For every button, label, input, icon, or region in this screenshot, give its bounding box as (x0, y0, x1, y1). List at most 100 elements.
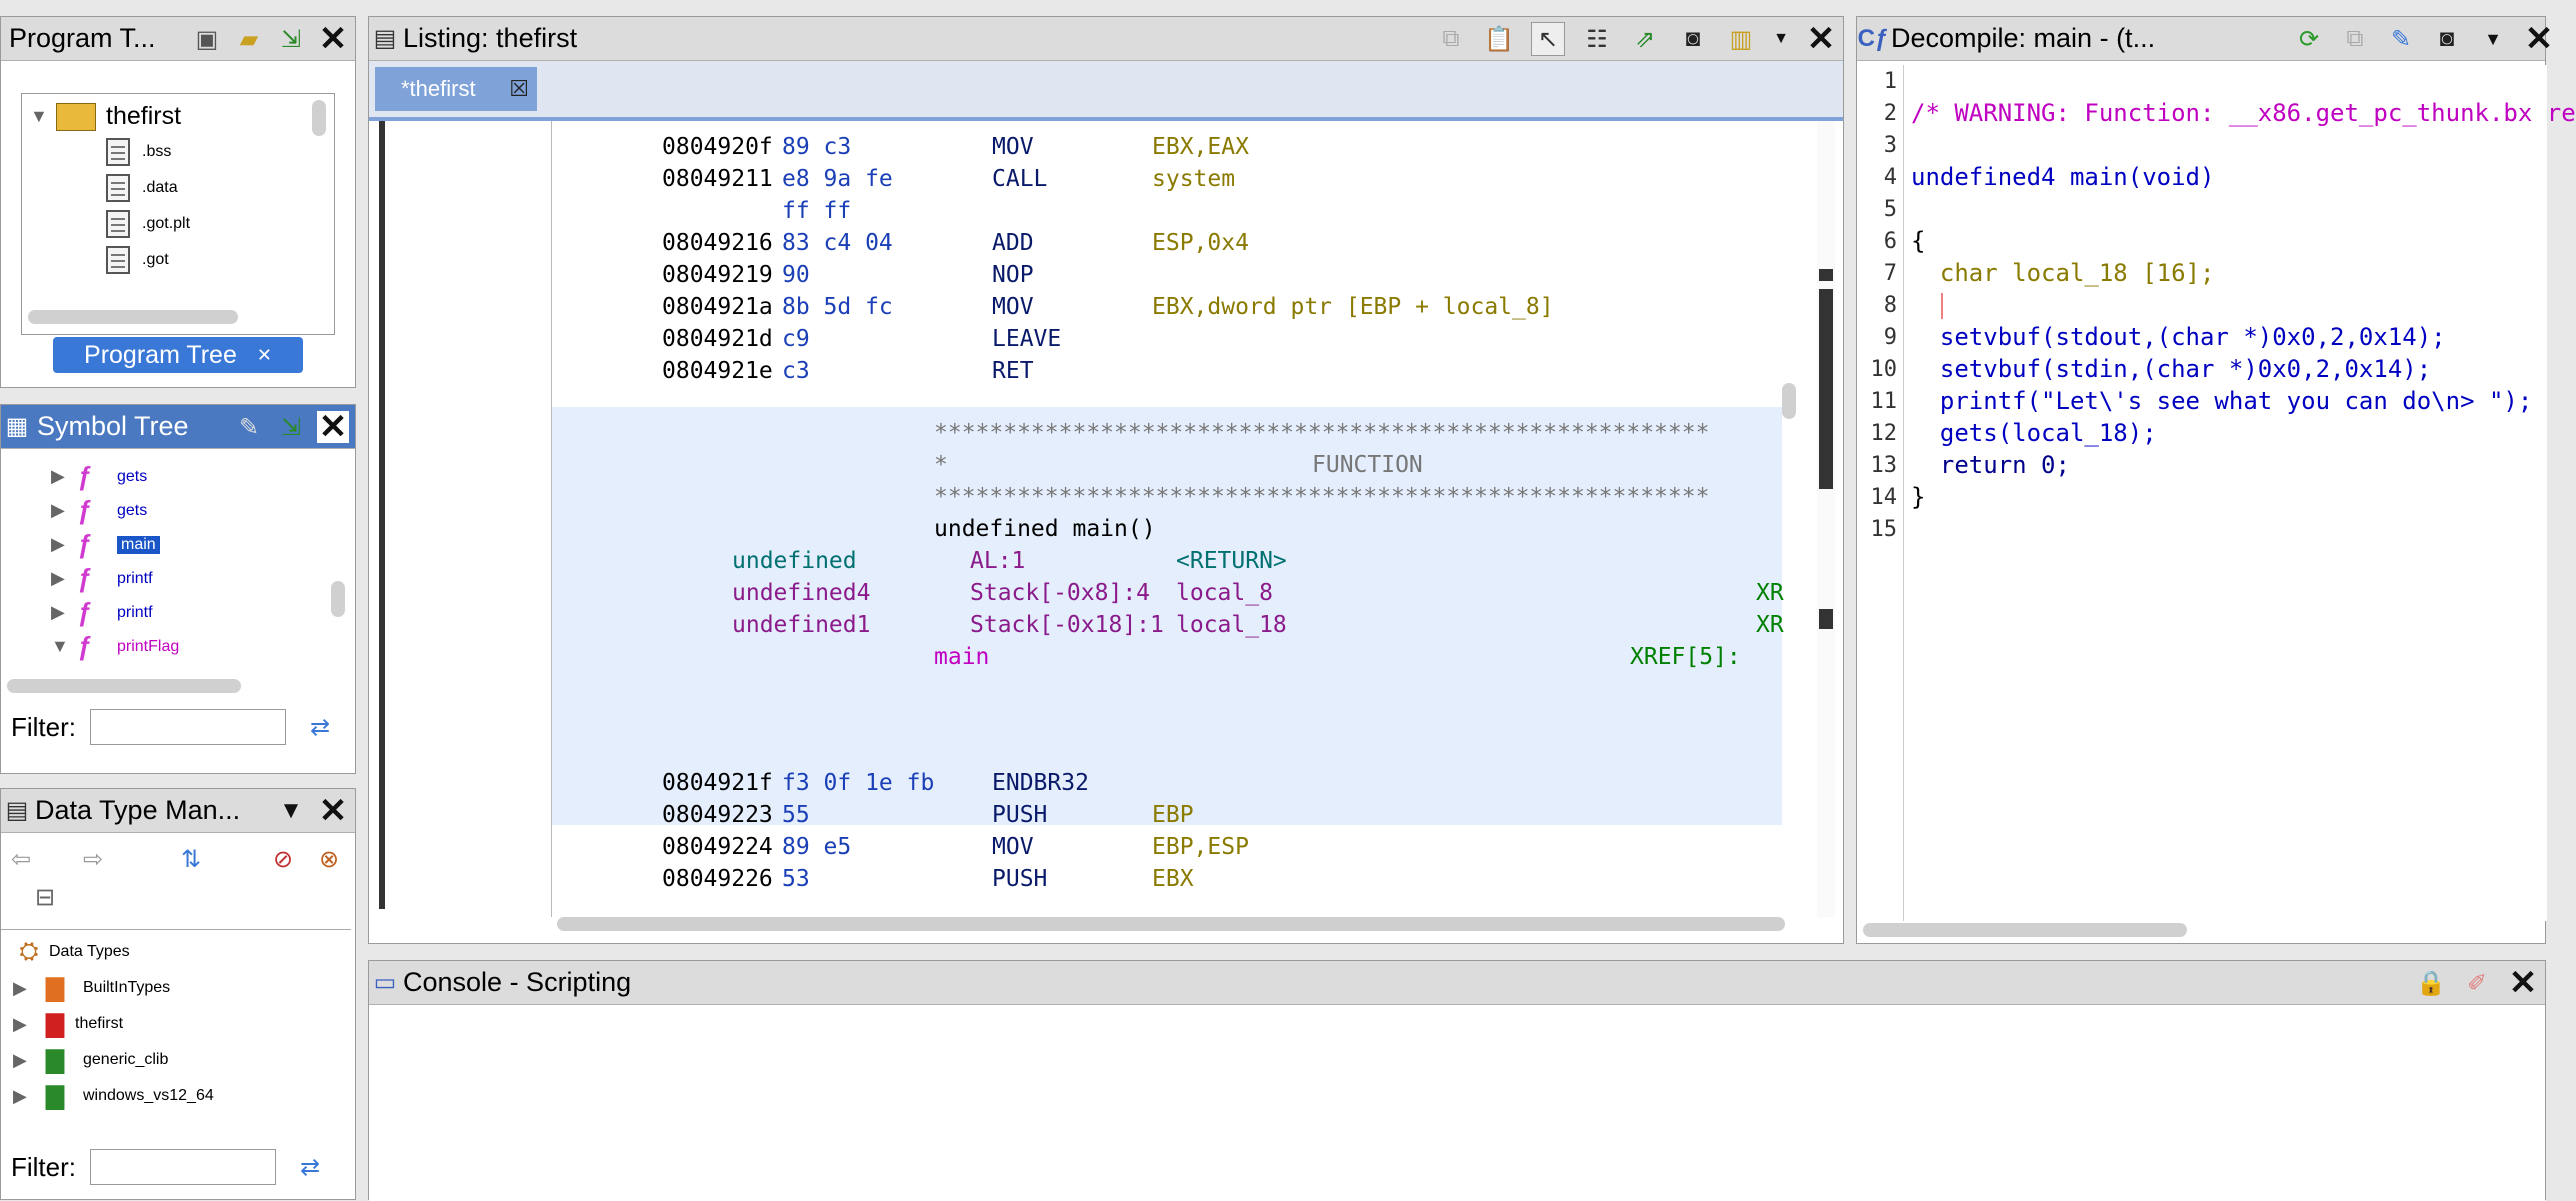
decompile-horizontal-scrollbar[interactable] (1863, 923, 2187, 937)
program-archive-icon: ▇ (45, 1010, 65, 1038)
program-tree-title: Program T... (9, 23, 156, 53)
field-layout-icon[interactable]: ☷ (1586, 25, 1608, 53)
tree-root-row[interactable]: ▼ thefirst (30, 102, 181, 131)
tree-item[interactable]: .got.plt (106, 210, 190, 238)
expand-arrow-icon[interactable]: ▼ (30, 106, 48, 126)
archive-row[interactable]: ▶▇BuiltInTypes (13, 972, 170, 1004)
close-icon[interactable]: ✕ (2508, 964, 2538, 1002)
edit-signature-icon[interactable]: ✎ (2390, 25, 2412, 53)
tree-item[interactable]: .got (106, 246, 169, 274)
line-number: 3 (1883, 133, 1897, 158)
instruction-ops: EBP,ESP (1152, 834, 1249, 860)
instruction-addr: 08049226 (662, 866, 773, 892)
statement[interactable]: return 0; (1911, 451, 2070, 479)
data-type-tree: ⛭Data Types ▶▇BuiltInTypes ▶▇thefirst ▶▇… (1, 929, 351, 1140)
symbol-tree-title: Symbol Tree (37, 411, 189, 441)
close-icon[interactable]: ✕ (317, 408, 349, 446)
instruction-addr: 08049224 (662, 834, 773, 860)
listing-panel: ▤ Listing: thefirst ⧉ 📋 ↖ ☷ ⇗ ◙ ▥ ▼ ✕ *t… (368, 16, 1844, 944)
listing-overview-bar (1817, 121, 1835, 917)
statement[interactable]: gets(local_18); (1911, 419, 2157, 447)
close-icon[interactable]: ✕ (1806, 20, 1836, 58)
program-tree-tab[interactable]: Program Tree✕ (53, 337, 303, 373)
vertical-scrollbar[interactable] (312, 100, 326, 136)
data-type-filter-input[interactable] (90, 1149, 276, 1185)
console-output[interactable] (369, 1007, 2545, 1201)
function-icon: ƒ (77, 529, 92, 559)
statement[interactable]: setvbuf(stdout,(char *)0x0,2,0x14); (1911, 323, 2446, 351)
tree-item[interactable]: .data (106, 174, 178, 202)
archive-row[interactable]: ▶▇thefirst (13, 1008, 123, 1040)
function-signature[interactable]: undefined4 main(void) (1911, 163, 2215, 191)
refresh-icon[interactable]: ⟳ (2298, 25, 2320, 53)
archive-icon: ▇ (45, 974, 65, 1002)
archive-icon: ▇ (45, 1046, 65, 1074)
close-icon[interactable]: ✕ (318, 20, 348, 58)
edit-icon[interactable]: ✎ (238, 413, 260, 441)
console-title: Console - Scripting (403, 967, 632, 997)
data-types-root[interactable]: ⛭Data Types (9, 936, 129, 968)
statement[interactable]: setvbuf(stdin,(char *)0x0,2,0x14); (1911, 355, 2432, 383)
export-icon[interactable]: ⇲ (280, 25, 302, 53)
layout-options-icon[interactable]: ▥ (1729, 25, 1753, 53)
new-view-icon[interactable]: ▣ (195, 25, 219, 53)
instruction-mnem: RET (992, 358, 1034, 384)
listing-tab[interactable]: *thefirst☒ (375, 67, 537, 111)
listing-horizontal-scrollbar[interactable] (557, 917, 1785, 931)
sort-icon[interactable]: ⇅ (180, 845, 202, 873)
instruction-mnem: MOV (992, 294, 1034, 320)
tree-item[interactable]: .bss (106, 138, 171, 166)
flow-arrows-icon[interactable]: ⇗ (1634, 25, 1656, 53)
instruction-addr: 08049216 (662, 230, 773, 256)
filter-options-icon[interactable]: ⇄ (299, 1153, 321, 1181)
lock-icon[interactable]: 🔒 (2416, 969, 2446, 997)
horizontal-scrollbar[interactable] (7, 679, 241, 693)
collapse-all-icon[interactable]: ⊟ (34, 883, 56, 911)
back-arrow-icon[interactable]: ⇦ (10, 845, 32, 873)
menu-dropdown-icon[interactable]: ▼ (279, 797, 303, 824)
filter-off-icon[interactable]: ⊘ (272, 845, 294, 873)
close-brace[interactable]: } (1911, 483, 1926, 511)
cursor-select-icon[interactable]: ↖ (1531, 22, 1565, 56)
filter-options-icon[interactable]: ⇄ (309, 713, 331, 741)
copy-icon[interactable]: ⧉ (2346, 25, 2364, 52)
warning-comment[interactable]: /* WARNING: Function: __x86.get_pc_thunk… (1911, 99, 2576, 127)
line-number: 2 (1883, 101, 1897, 126)
instruction-addr: 0804921d (662, 326, 773, 352)
export-icon[interactable]: ⇲ (280, 413, 302, 441)
close-icon[interactable]: ✕ (318, 792, 348, 830)
open-folder-icon[interactable]: ▰ (239, 25, 259, 53)
snapshot-camera-icon[interactable]: ◙ (2439, 25, 2455, 52)
instruction-bytes: c9 (782, 326, 810, 352)
copy-icon[interactable]: ⧉ (1442, 25, 1460, 52)
console-icon: ▭ (373, 969, 397, 996)
close-tab-icon[interactable]: ☒ (509, 76, 529, 101)
menu-dropdown-icon[interactable]: ▼ (1773, 30, 1789, 47)
function-highlight (552, 407, 1782, 825)
clear-console-icon[interactable]: ✐ (2466, 969, 2488, 997)
vertical-scrollbar[interactable] (331, 581, 345, 617)
forward-arrow-icon[interactable]: ⇨ (82, 845, 104, 873)
listing-vertical-scrollbar[interactable] (1782, 383, 1796, 419)
horizontal-scrollbar[interactable] (28, 310, 238, 324)
segment-icon (106, 246, 130, 274)
symbol-filter-input[interactable] (90, 709, 286, 745)
open-brace[interactable]: { (1911, 227, 1926, 255)
statement[interactable]: printf("Let\'s see what you can do\n> ")… (1911, 387, 2533, 415)
close-icon[interactable]: ✕ (2524, 20, 2554, 58)
archive-row[interactable]: ▶▇generic_clib (13, 1044, 168, 1076)
menu-dropdown-icon[interactable]: ▼ (2484, 28, 2502, 49)
archive-row[interactable]: ▶▇windows_vs12_64 (13, 1080, 214, 1112)
paste-icon[interactable]: 📋 (1484, 25, 1514, 53)
local-declaration[interactable]: char local_18 [16]; (1911, 259, 2215, 287)
snapshot-camera-icon[interactable]: ◙ (1685, 25, 1701, 52)
filter-arrays-icon[interactable]: ⊗ (318, 845, 340, 873)
data-types-icon: ⛭ (19, 938, 39, 965)
close-tab-icon[interactable]: ✕ (256, 344, 272, 365)
